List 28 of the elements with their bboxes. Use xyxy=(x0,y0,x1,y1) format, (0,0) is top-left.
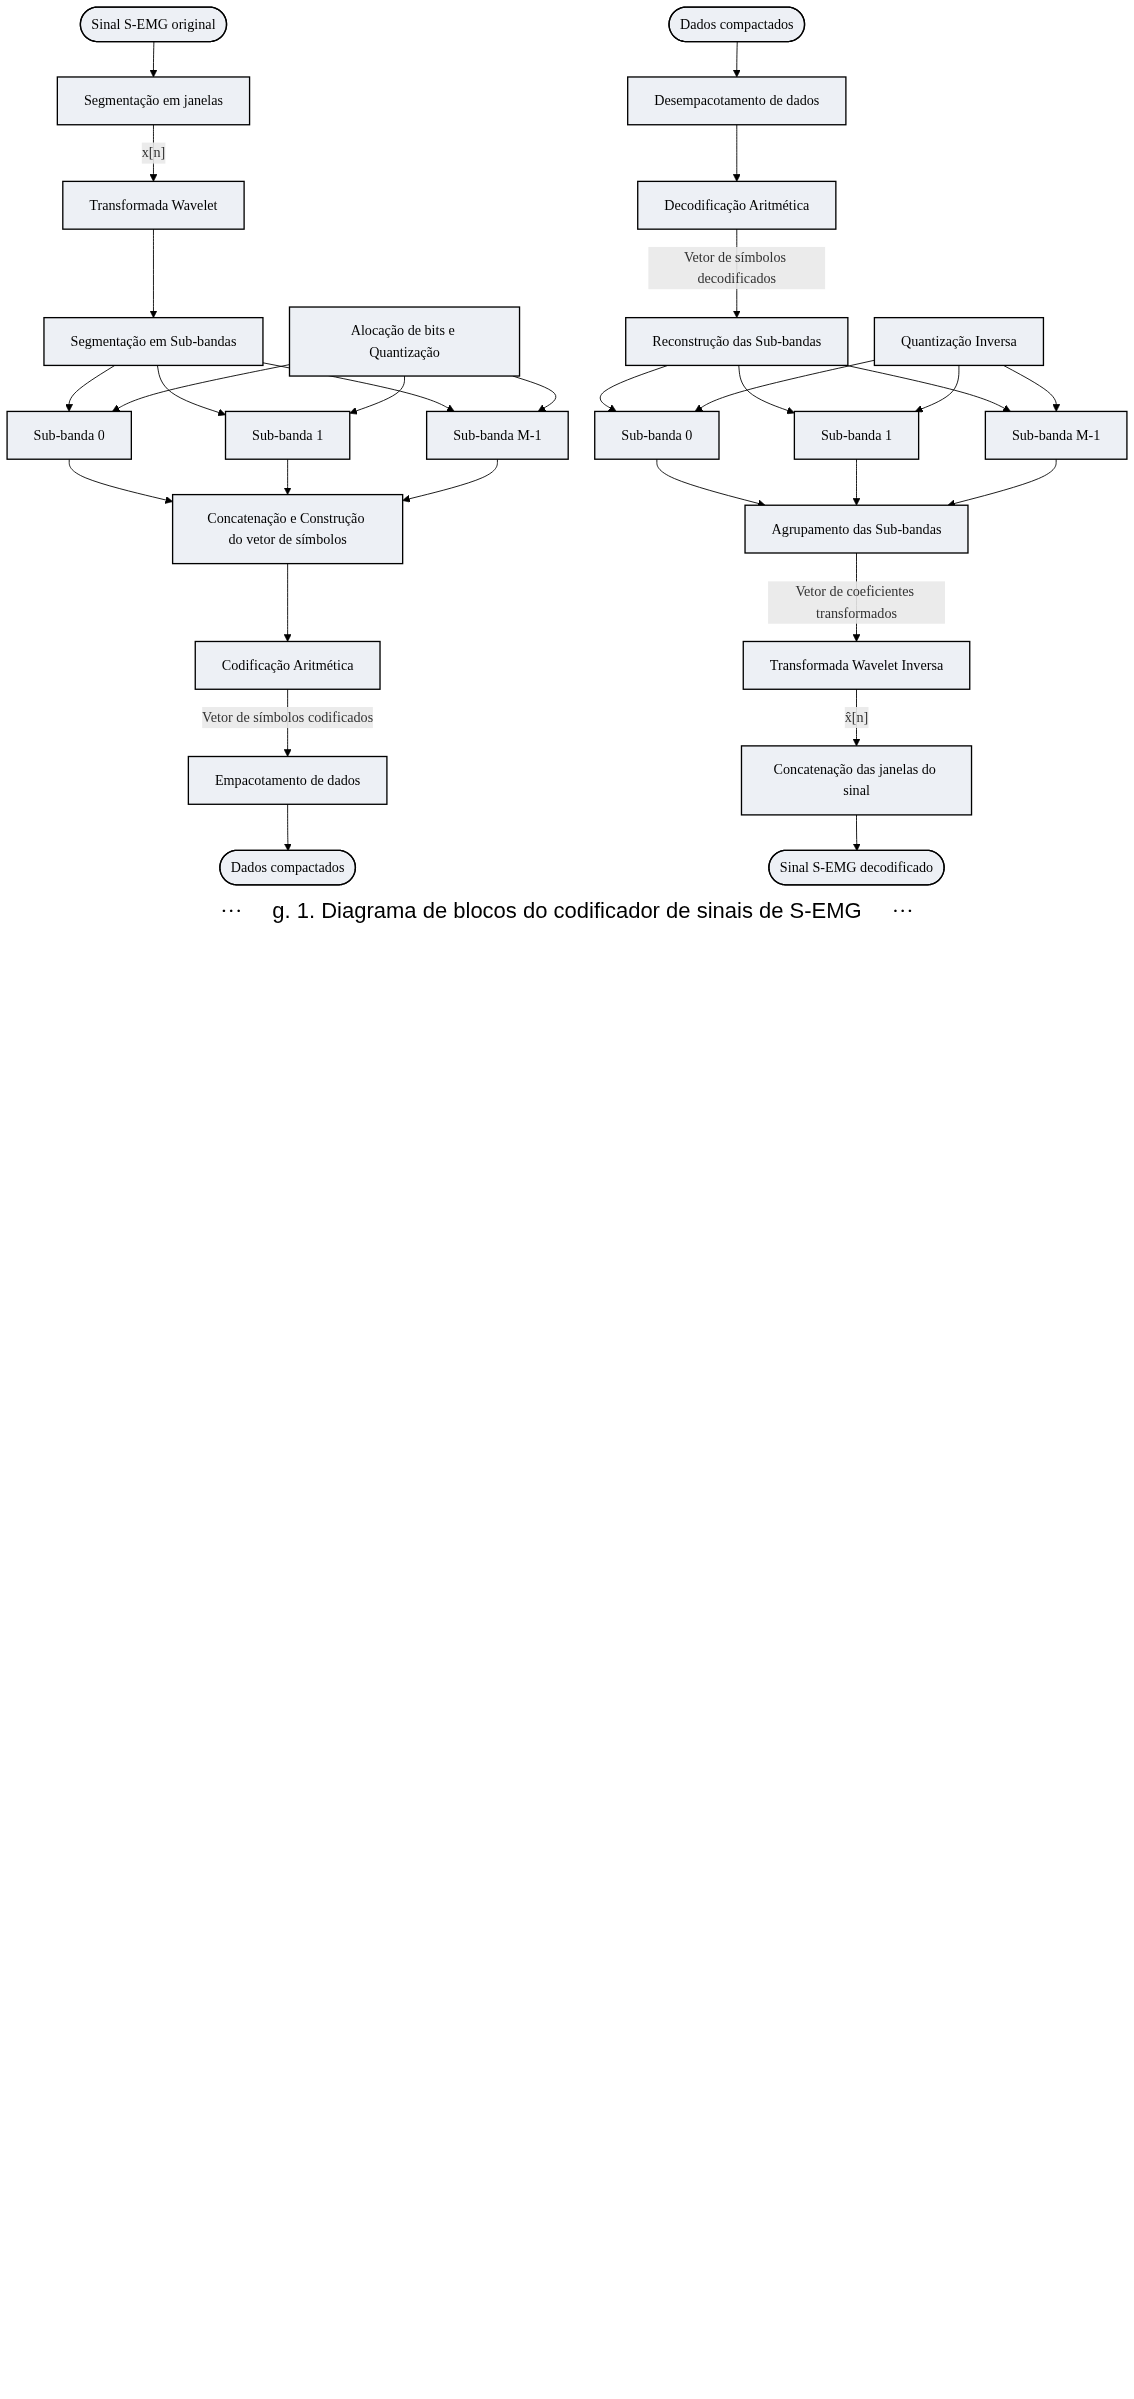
node-box: Reconstrução das Sub-bandas xyxy=(625,316,849,367)
node-box: Segmentação em janelas xyxy=(56,76,251,126)
node-box: Transformada Wavelet Inversa xyxy=(742,640,971,690)
node-box: Sub-banda 1 xyxy=(224,410,351,460)
node-box: Decodificação Aritmética xyxy=(637,180,837,230)
node-box: Sub-banda M-1 xyxy=(984,410,1128,460)
node-box: Alocação de bits e Quantização xyxy=(288,306,521,377)
figure-caption: g. 1. Diagrama de blocos do codificador de sinais de S-EMG xyxy=(272,897,862,924)
edge-label: x[n] xyxy=(141,145,166,161)
node-box: Sub-banda 0 xyxy=(594,410,720,460)
ellipsis-label: ··· xyxy=(891,897,914,924)
node-box: Sub-banda 0 xyxy=(6,410,132,460)
edge-label: Vetor de coeficientes transformados xyxy=(795,583,915,621)
node-box: Transformada Wavelet xyxy=(62,180,245,230)
node-box: Codificação Aritmética xyxy=(194,640,381,690)
node-box: Segmentação em Sub-bandas xyxy=(43,316,264,367)
edge-label: Vetor de símbolos codificados xyxy=(202,709,374,725)
edge-label: Vetor de símbolos decodificados xyxy=(683,249,787,286)
edge-label: x̂[n] xyxy=(844,709,869,725)
node-box: Desempacotamento de dados xyxy=(627,76,847,126)
node-box: Empacotamento de dados xyxy=(187,755,388,805)
node-box: Concatenação e Construção do vetor de símbolos xyxy=(171,493,404,565)
node-box: Quantização Inversa xyxy=(873,316,1045,367)
node-box: Concatenação das janelas do sinal xyxy=(740,745,973,816)
node-box: Agrupamento das Sub-bandas xyxy=(744,504,969,554)
ellipsis-label: ··· xyxy=(220,897,243,924)
node-box: Sub-banda M-1 xyxy=(425,410,569,460)
node-box: Sub-banda 1 xyxy=(793,410,920,460)
